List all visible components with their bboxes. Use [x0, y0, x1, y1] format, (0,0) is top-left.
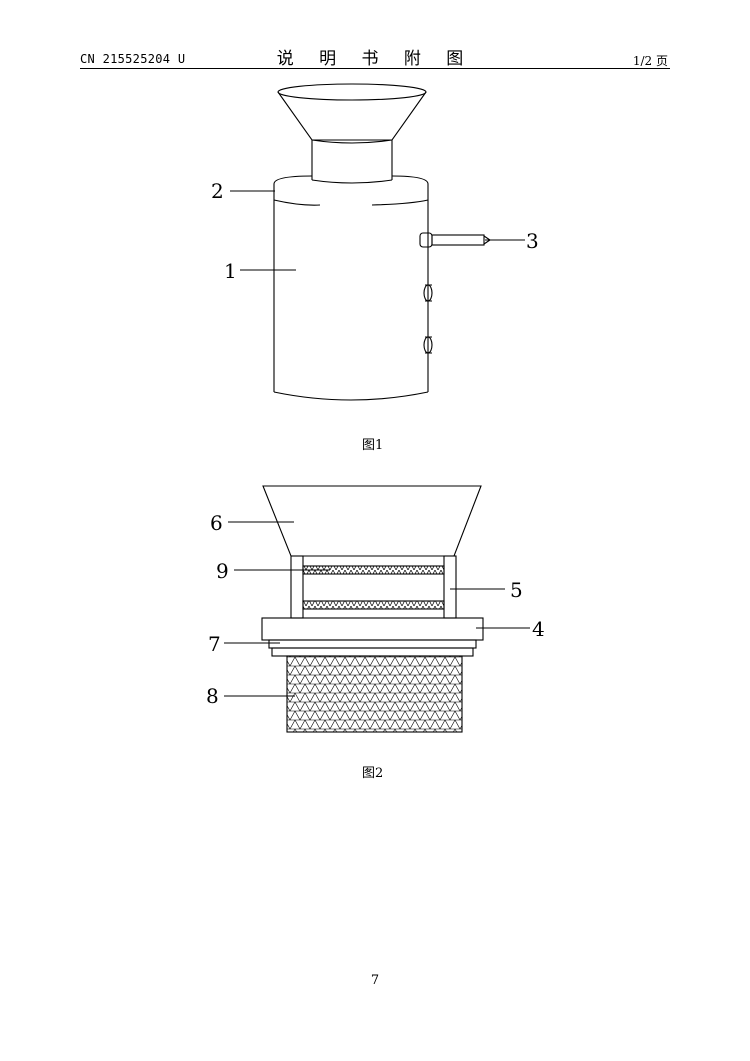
leader-lines-2 [224, 521, 530, 697]
leader-lines [230, 190, 525, 271]
label-2: 2 [211, 179, 224, 203]
patent-number: CN 215525204 U [80, 52, 186, 66]
side-pipe [419, 232, 491, 248]
label-4: 4 [532, 617, 545, 641]
neck [311, 140, 393, 184]
base-plate [261, 617, 484, 641]
figure-1 [230, 83, 525, 401]
seal-ring [268, 639, 477, 657]
label-5: 5 [510, 578, 523, 602]
hopper [262, 485, 482, 557]
label-9: 9 [216, 559, 229, 583]
page-number: 7 [370, 973, 380, 988]
page-title: 说 明 书 附 图 [276, 49, 474, 69]
label-7: 7 [208, 632, 221, 656]
figure-2 [224, 485, 530, 733]
page-count: 1/2 页 [632, 54, 668, 68]
funnel [277, 83, 427, 144]
label-1: 1 [224, 259, 237, 283]
barrel-body [273, 200, 429, 401]
figure-2-caption: 图2 [362, 766, 383, 781]
label-3: 3 [526, 229, 539, 253]
lid [273, 175, 429, 206]
mesh-cartridge [286, 655, 463, 733]
label-8: 8 [206, 684, 219, 708]
figure-1-caption: 图1 [362, 438, 383, 453]
header-rule [80, 68, 670, 69]
side-ports [423, 284, 433, 354]
filter-layers [302, 565, 445, 610]
label-6: 6 [210, 511, 223, 535]
